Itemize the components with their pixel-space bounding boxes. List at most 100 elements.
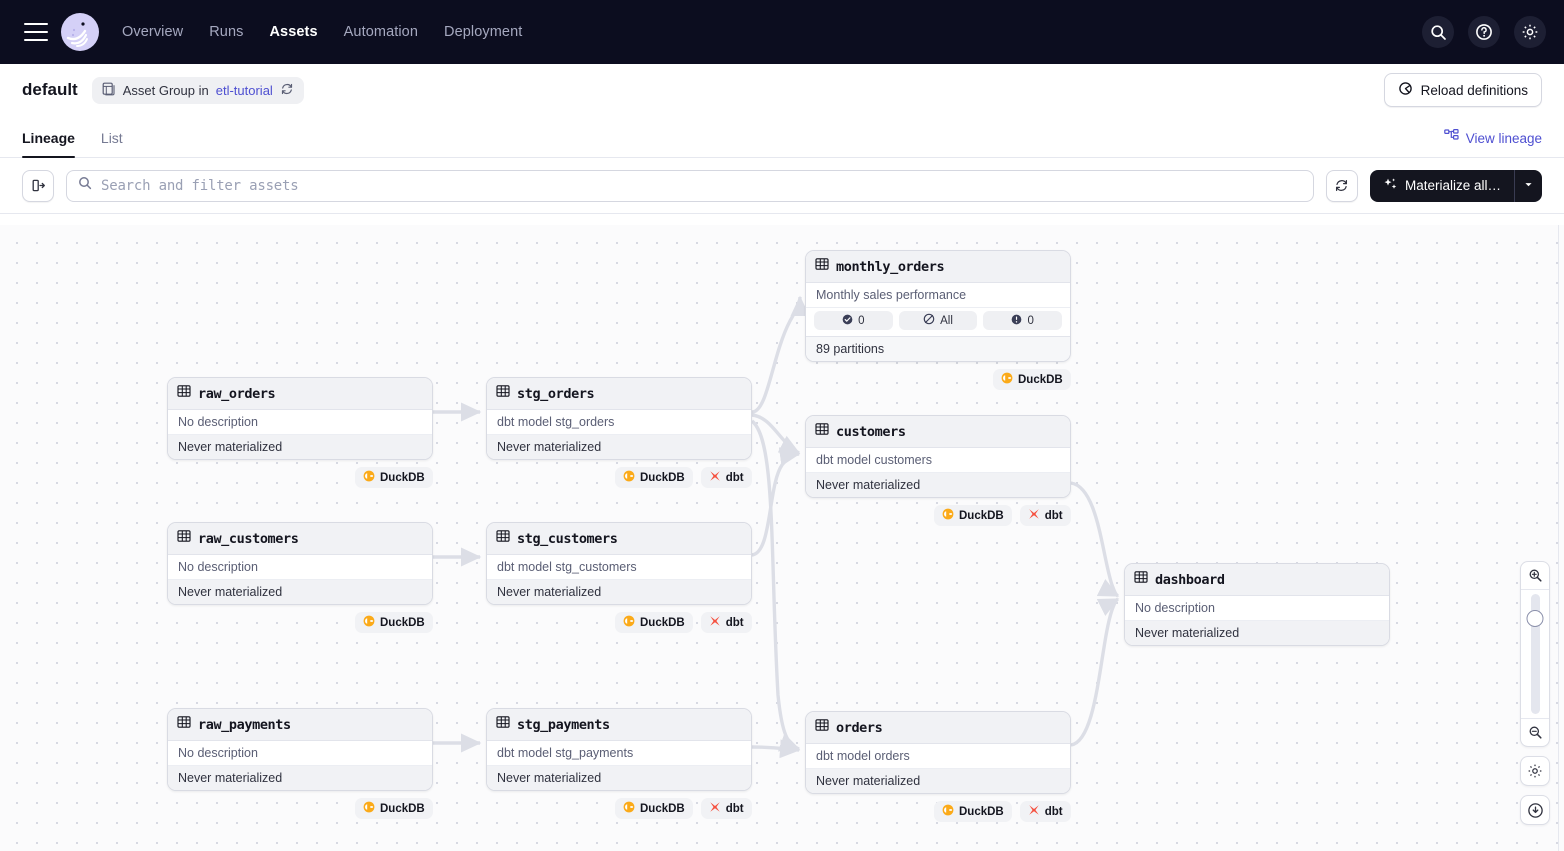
nav-link-assets[interactable]: Assets bbox=[269, 24, 318, 40]
zoom-controls bbox=[1520, 561, 1550, 825]
asset-tag-dbt[interactable]: dbt bbox=[700, 612, 752, 633]
asset-tag-label: dbt bbox=[1044, 509, 1063, 522]
asset-tag-label: DuckDB bbox=[380, 471, 425, 484]
duckdb-icon bbox=[623, 801, 635, 816]
asset-node-name: monthly_orders bbox=[836, 258, 945, 275]
sparkle-icon bbox=[1383, 177, 1398, 195]
duckdb-icon bbox=[942, 508, 954, 523]
zoom-slider[interactable] bbox=[1521, 590, 1549, 718]
search-icon[interactable] bbox=[1422, 16, 1454, 48]
lineage-edges bbox=[433, 295, 1120, 759]
asset-tag-duckdb[interactable]: DuckDB bbox=[355, 612, 433, 633]
recenter-icon[interactable] bbox=[1520, 795, 1550, 825]
asset-stat-slash-circle-icon[interactable]: All bbox=[898, 311, 978, 330]
chevron-down-icon bbox=[1523, 178, 1534, 193]
table-icon bbox=[1134, 570, 1148, 589]
asset-tag-label: DuckDB bbox=[959, 509, 1004, 522]
reload-icon bbox=[1398, 81, 1413, 99]
asset-tags-orders: DuckDB dbt bbox=[934, 801, 1071, 822]
duckdb-icon bbox=[1001, 372, 1013, 387]
asset-tag-duckdb[interactable]: DuckDB bbox=[615, 612, 693, 633]
asset-node-header: raw_customers bbox=[168, 523, 432, 555]
refresh-icon[interactable] bbox=[1325, 169, 1358, 202]
materialize-all-label: Materialize all… bbox=[1404, 178, 1501, 193]
asset-tag-label: dbt bbox=[725, 471, 744, 484]
graph-settings-gear-icon[interactable] bbox=[1520, 756, 1550, 786]
duckdb-icon bbox=[623, 470, 635, 485]
tab-lineage[interactable]: Lineage bbox=[22, 130, 75, 158]
asset-tag-duckdb[interactable]: DuckDB bbox=[993, 369, 1071, 390]
search-input-wrapper[interactable] bbox=[66, 169, 1314, 202]
asset-tags-raw_customers: DuckDB bbox=[355, 612, 433, 633]
zoom-in-icon[interactable] bbox=[1521, 562, 1549, 590]
asset-tag-duckdb[interactable]: DuckDB bbox=[355, 467, 433, 488]
asset-node-name: raw_payments bbox=[198, 716, 291, 733]
zoom-out-icon[interactable] bbox=[1521, 718, 1549, 746]
asset-tag-label: DuckDB bbox=[1018, 373, 1063, 386]
asset-stat-check-circle-icon[interactable]: 0 bbox=[814, 311, 893, 330]
panel-expand-icon[interactable] bbox=[22, 169, 54, 202]
canvas-scrollbar[interactable] bbox=[1558, 225, 1564, 851]
asset-node-status: Never materialized bbox=[487, 580, 751, 604]
dbt-icon bbox=[709, 801, 721, 816]
asset-tag-duckdb[interactable]: DuckDB bbox=[355, 798, 433, 819]
asset-node-status: Never materialized bbox=[168, 580, 432, 604]
duckdb-icon bbox=[623, 615, 635, 630]
asset-node-name: stg_orders bbox=[517, 385, 595, 402]
asset-tag-duckdb[interactable]: DuckDB bbox=[934, 801, 1012, 822]
asset-node-description: No description bbox=[168, 410, 432, 435]
nav-link-deployment[interactable]: Deployment bbox=[444, 24, 523, 40]
duckdb-icon bbox=[363, 470, 375, 485]
duckdb-icon bbox=[363, 615, 375, 630]
nav-links: Overview Runs Assets Automation Deployme… bbox=[122, 24, 522, 40]
table-icon bbox=[177, 529, 191, 548]
exclamation-circle-icon bbox=[1011, 314, 1022, 328]
tab-list[interactable]: List bbox=[100, 130, 123, 146]
nav-link-automation[interactable]: Automation bbox=[343, 24, 419, 40]
view-lineage-link[interactable]: View lineage bbox=[1443, 129, 1542, 157]
reload-definitions-button[interactable]: Reload definitions bbox=[1383, 73, 1542, 107]
table-icon bbox=[496, 529, 510, 548]
asset-group-chip[interactable]: Asset Group in etl-tutorial bbox=[91, 76, 304, 104]
asset-tag-duckdb[interactable]: DuckDB bbox=[934, 505, 1012, 526]
help-icon[interactable] bbox=[1468, 16, 1500, 48]
page-header: default Asset Group in etl-tutorial Relo… bbox=[0, 64, 1564, 116]
asset-tag-duckdb[interactable]: DuckDB bbox=[615, 467, 693, 488]
refresh-icon[interactable] bbox=[280, 82, 294, 99]
materialize-all-button[interactable]: Materialize all… bbox=[1369, 169, 1514, 202]
asset-stat-exclamation-circle-icon[interactable]: 0 bbox=[983, 311, 1063, 330]
asset-tag-dbt[interactable]: dbt bbox=[1019, 801, 1071, 822]
asset-tag-dbt[interactable]: dbt bbox=[1019, 505, 1071, 526]
materialize-dropdown-button[interactable] bbox=[1514, 169, 1542, 202]
nav-link-runs[interactable]: Runs bbox=[209, 24, 244, 40]
hamburger-icon[interactable] bbox=[24, 23, 48, 41]
nav-link-overview[interactable]: Overview bbox=[122, 24, 184, 40]
asset-tags-stg_customers: DuckDB dbt bbox=[615, 612, 752, 633]
table-icon bbox=[177, 715, 191, 734]
asset-node-status: Never materialized bbox=[487, 435, 751, 459]
asset-group-chip-link[interactable]: etl-tutorial bbox=[215, 82, 273, 98]
dagster-logo[interactable] bbox=[60, 12, 100, 52]
asset-tag-dbt[interactable]: dbt bbox=[700, 467, 752, 488]
asset-node-header: dashboard bbox=[1125, 564, 1389, 596]
gear-icon[interactable] bbox=[1514, 16, 1546, 48]
asset-tag-duckdb[interactable]: DuckDB bbox=[615, 798, 693, 819]
asset-group-chip-prefix: Asset Group in bbox=[122, 82, 209, 98]
asset-tag-dbt[interactable]: dbt bbox=[700, 798, 752, 819]
zoom-slider-knob[interactable] bbox=[1526, 610, 1544, 627]
asset-tag-label: DuckDB bbox=[380, 616, 425, 629]
search-input[interactable] bbox=[101, 177, 1302, 194]
asset-node-header: raw_payments bbox=[168, 709, 432, 741]
asset-tags-customers: DuckDB dbt bbox=[934, 505, 1071, 526]
